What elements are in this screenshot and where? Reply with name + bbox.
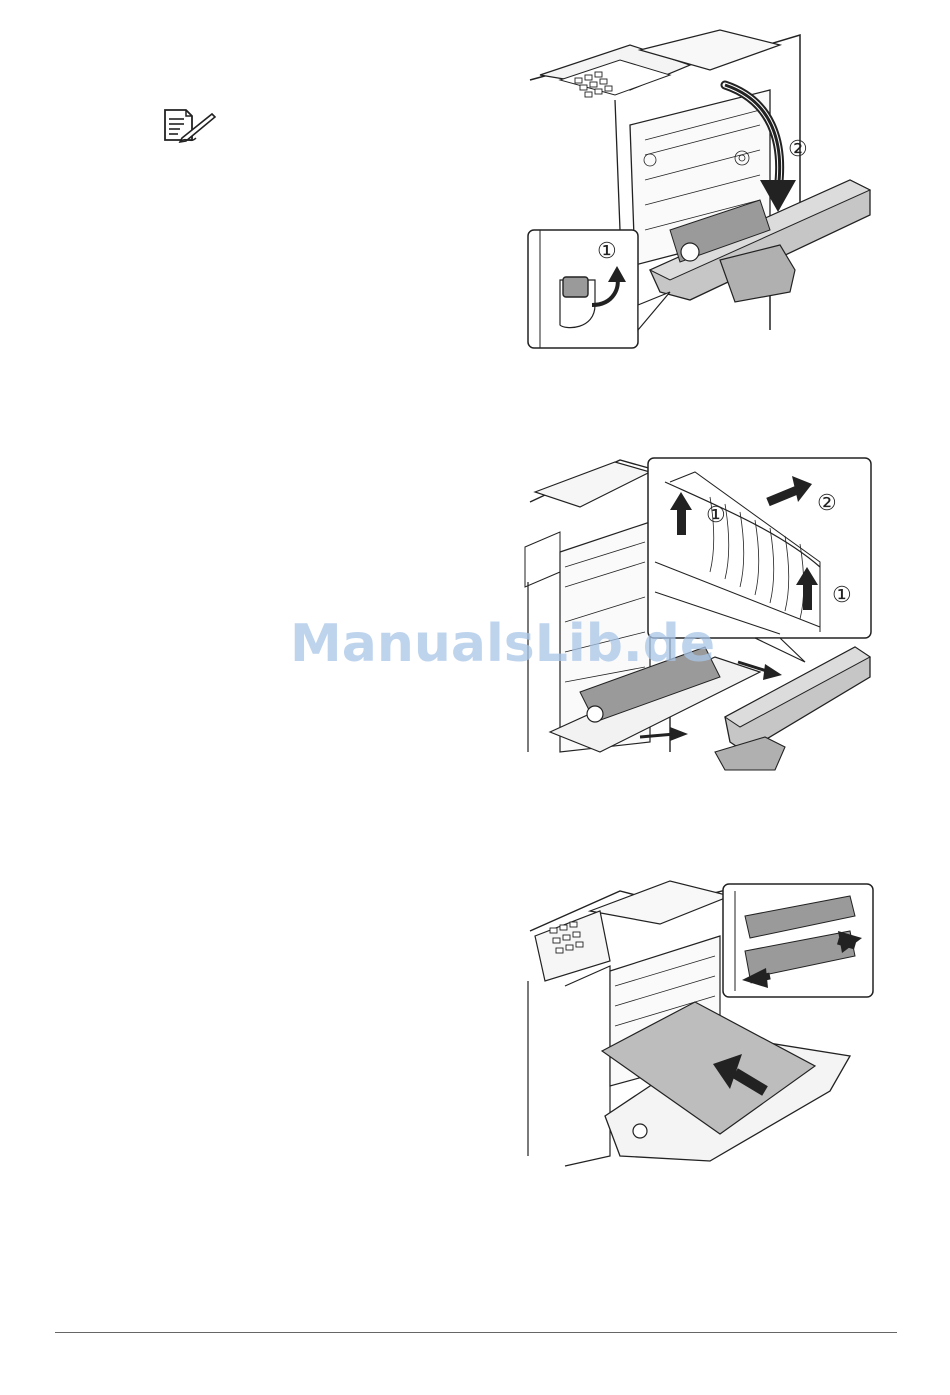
note-pencil-icon (162, 108, 218, 142)
callout-1a: ① (706, 502, 726, 528)
callout-2: ② (788, 136, 808, 162)
footer-rule (55, 1332, 897, 1333)
callout-1b: ① (832, 582, 852, 608)
figure-remove-jammed-paper (520, 876, 880, 1176)
callout-2: ② (817, 490, 837, 516)
watermark: ManualsLib.de (290, 614, 670, 674)
callout-1: ① (597, 238, 617, 264)
figure-open-right-cover (520, 30, 880, 355)
